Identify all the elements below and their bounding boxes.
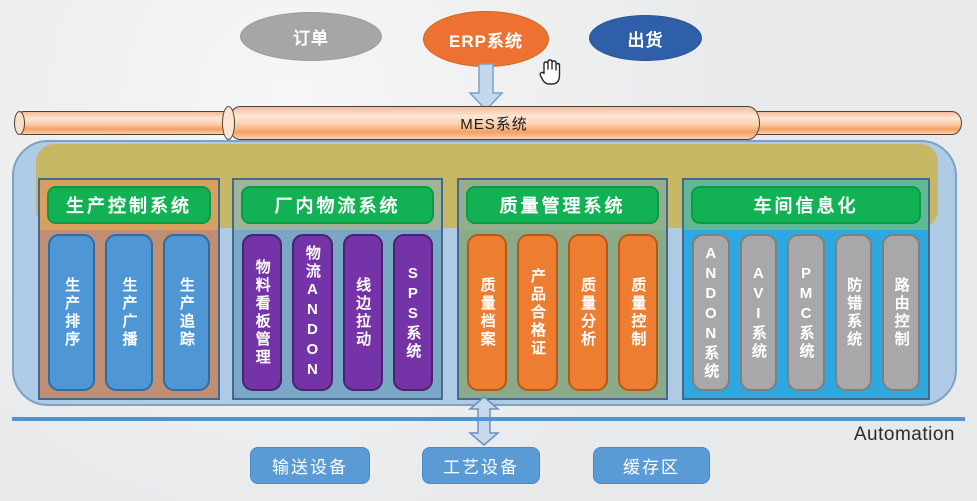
arrow-updown-mes-to-automation-icon xyxy=(467,396,501,446)
buffer-zone-label: 缓存区 xyxy=(623,458,680,477)
group-title: 厂内物流系统 xyxy=(274,196,401,216)
group-header: 生产控制系统 xyxy=(47,186,211,224)
module-box: 质量控制 xyxy=(617,234,658,391)
group-header: 厂内物流系统 xyxy=(241,186,434,224)
arrow-down-erp-to-mes-icon xyxy=(468,63,504,112)
conveyor-equipment-label: 输送设备 xyxy=(272,458,348,477)
group-items: 物料看板管理 物流ANDON 线边拉动 SPS系统 xyxy=(242,234,433,391)
group-header: 质量管理系统 xyxy=(466,186,659,224)
module-box: 生产排序 xyxy=(48,234,96,391)
module-label: 生产排序 xyxy=(63,276,81,349)
module-label: 质量档案 xyxy=(478,276,496,349)
module-label: 生产追踪 xyxy=(177,276,195,349)
mes-system-label: MES系统 xyxy=(460,115,528,133)
module-box: 质量分析 xyxy=(567,234,608,391)
automation-label: Automation xyxy=(853,424,955,445)
group-title: 车间信息化 xyxy=(753,196,859,216)
group-quality-management: 质量管理系统 质量档案 产品合格证 质量分析 质量控制 xyxy=(457,178,668,400)
module-box: 生产追踪 xyxy=(162,234,210,391)
mes-cylinder-endcap xyxy=(222,106,235,140)
shipment-node-label: 出货 xyxy=(627,30,664,50)
module-label: 防错系统 xyxy=(845,276,863,349)
module-box: SPS系统 xyxy=(392,234,433,391)
module-label: 线边拉动 xyxy=(354,276,372,349)
module-label: AVI系统 xyxy=(749,264,767,361)
shipment-node: 出货 xyxy=(589,15,702,61)
group-items: ANDON系统 AVI系统 PMC系统 防错系统 路由控制 xyxy=(692,234,920,391)
module-box: 物流ANDON xyxy=(292,234,333,391)
module-label: SPS系统 xyxy=(404,264,422,361)
module-box: 线边拉动 xyxy=(342,234,383,391)
process-equipment-box: 工艺设备 xyxy=(422,447,540,484)
module-box: 物料看板管理 xyxy=(242,234,283,391)
mes-bus-pipe-endcap xyxy=(14,111,25,135)
group-workshop-informatization: 车间信息化 ANDON系统 AVI系统 PMC系统 防错系统 路由控制 xyxy=(682,178,930,400)
group-production-control: 生产控制系统 生产排序 生产广播 生产追踪 xyxy=(38,178,220,400)
automation-divider-line xyxy=(12,417,965,421)
module-box: 防错系统 xyxy=(834,234,873,391)
module-label: PMC系统 xyxy=(797,264,815,361)
module-label: 物料看板管理 xyxy=(253,258,271,367)
group-items: 质量档案 产品合格证 质量分析 质量控制 xyxy=(467,234,658,391)
module-label: 质量分析 xyxy=(579,276,597,349)
buffer-zone-box: 缓存区 xyxy=(593,447,710,484)
conveyor-equipment-box: 输送设备 xyxy=(250,447,370,484)
module-label: 产品合格证 xyxy=(528,267,546,358)
order-node-label: 订单 xyxy=(293,29,329,48)
group-items: 生产排序 生产广播 生产追踪 xyxy=(48,234,210,391)
module-label: 生产广播 xyxy=(120,276,138,349)
module-box: 路由控制 xyxy=(882,234,920,391)
module-label: ANDON系统 xyxy=(702,244,720,381)
erp-system-node: ERP系统 xyxy=(423,11,549,67)
module-box: 产品合格证 xyxy=(517,234,558,391)
erp-system-node-label: ERP系统 xyxy=(449,31,523,51)
module-label: 路由控制 xyxy=(892,276,910,349)
module-box: PMC系统 xyxy=(787,234,825,391)
process-equipment-label: 工艺设备 xyxy=(443,458,519,477)
module-label: 质量控制 xyxy=(629,276,647,349)
mes-system-cylinder: MES系统 xyxy=(228,106,760,140)
hand-grab-cursor-icon xyxy=(539,59,561,85)
order-node: 订单 xyxy=(240,12,382,61)
group-factory-logistics: 厂内物流系统 物料看板管理 物流ANDON 线边拉动 SPS系统 xyxy=(232,178,443,400)
module-box: ANDON系统 xyxy=(692,234,730,391)
group-header: 车间信息化 xyxy=(691,186,921,224)
module-box: 生产广播 xyxy=(105,234,153,391)
module-box: AVI系统 xyxy=(739,234,778,391)
group-title: 生产控制系统 xyxy=(66,196,192,216)
group-title: 质量管理系统 xyxy=(499,196,626,216)
module-label: 物流ANDON xyxy=(303,244,321,381)
module-box: 质量档案 xyxy=(467,234,508,391)
